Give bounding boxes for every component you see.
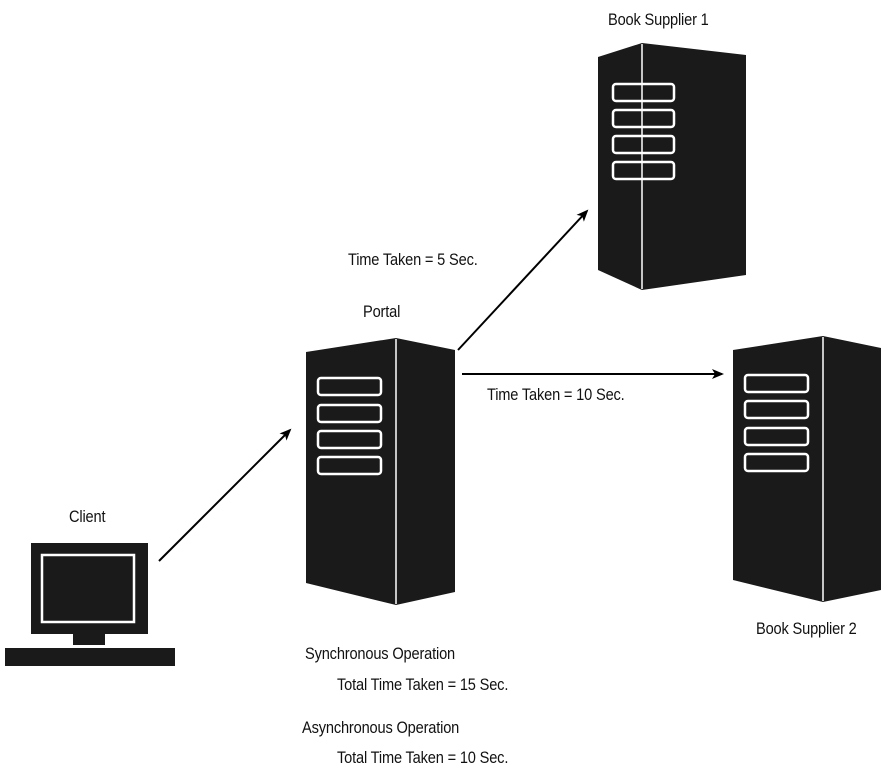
sync-operation-title: Synchronous Operation — [305, 644, 456, 663]
client-to-portal-arrow — [158, 428, 292, 562]
portal-to-supplier1-arrow — [457, 209, 589, 351]
sync-total-time: Total Time Taken = 15 Sec. — [337, 675, 509, 694]
portal-to-supplier1-time-label: Time Taken = 5 Sec. — [348, 250, 478, 269]
book-supplier-1-server-icon — [598, 43, 746, 290]
client-label: Client — [69, 507, 106, 526]
book-supplier-2-server-icon — [733, 336, 881, 602]
portal-label: Portal — [363, 302, 401, 321]
async-total-time: Total Time Taken = 10 Sec. — [337, 748, 509, 767]
portal-server-icon — [306, 338, 455, 605]
portal-to-supplier2-time-label: Time Taken = 10 Sec. — [487, 385, 625, 404]
async-operation-title: Asynchronous Operation — [302, 718, 460, 737]
client-computer-icon — [5, 543, 175, 666]
book-supplier-1-label: Book Supplier 1 — [608, 10, 709, 29]
book-supplier-2-label: Book Supplier 2 — [756, 619, 857, 638]
